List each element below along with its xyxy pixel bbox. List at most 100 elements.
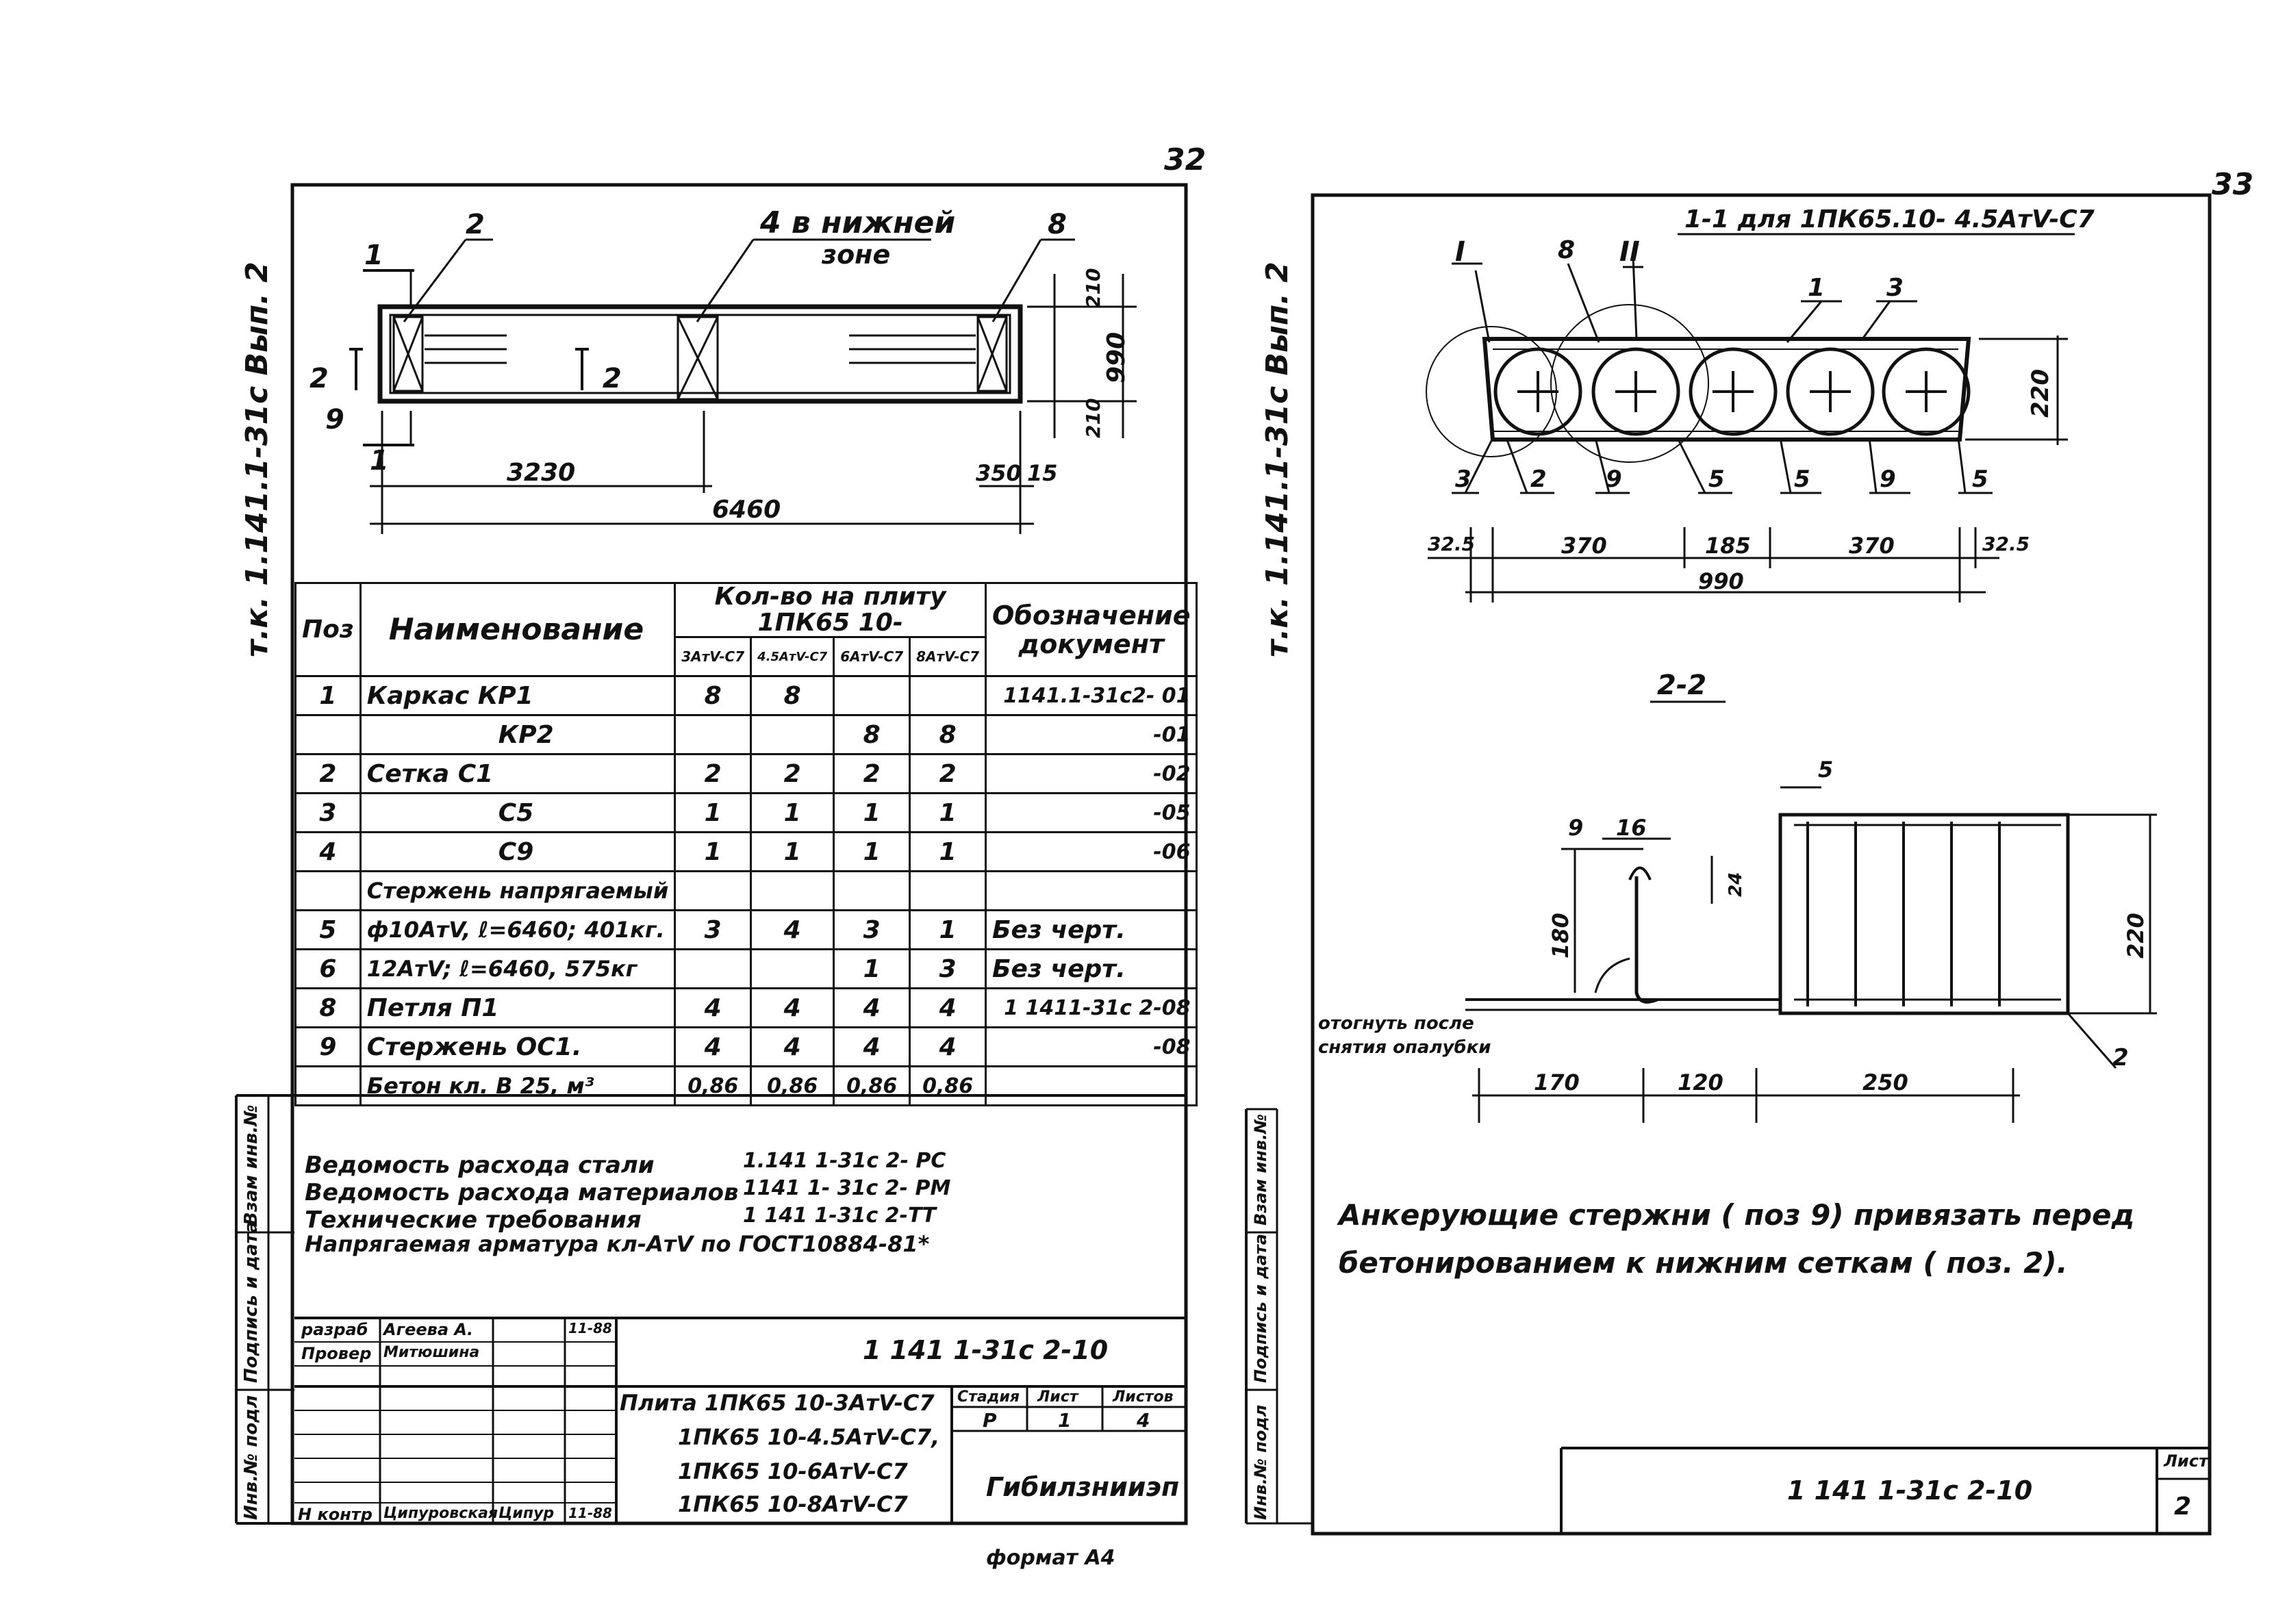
row-q8: 8: [909, 714, 987, 755]
row-q3: 2: [674, 753, 753, 794]
row-name: Бетон кл. В 25, м³: [359, 1065, 677, 1106]
row-q8: 1: [909, 831, 987, 872]
row-q4: 1: [750, 831, 835, 872]
col-doc-header: Обозначение документ: [985, 582, 1198, 677]
plan-label-2: 2: [466, 209, 485, 240]
row-name: Стержень напрягаемый: [359, 870, 677, 911]
row-q8: 2: [909, 753, 987, 794]
row-q4: 4: [750, 1026, 835, 1067]
row-doc: -02: [985, 753, 1198, 794]
bottom-label: 5: [1972, 466, 1988, 493]
tb-name: Агеева А.: [383, 1320, 474, 1339]
anchor-note-line-2: бетонированием к нижним сеткам ( поз. 2)…: [1339, 1246, 2068, 1280]
tb-name: Ципуровская: [383, 1505, 498, 1522]
table-row: 9 Стержень ОС1. 4 4 4 4 -08: [294, 1026, 1198, 1067]
tb-role: Н контр: [298, 1505, 372, 1524]
row-q4: 4: [750, 909, 835, 950]
dim-990: 990: [1698, 568, 1744, 594]
tb-org: Гибилзнииэп: [986, 1472, 1180, 1502]
tb-role: Провер: [301, 1344, 372, 1363]
page-number: 33: [2212, 167, 2254, 202]
row-q4: [750, 870, 835, 911]
row-doc: Без черт.: [985, 948, 1198, 989]
dim-120: 120: [1678, 1069, 1723, 1095]
row-pos: 4: [294, 831, 362, 872]
dim-3230: 3230: [507, 459, 576, 487]
row-doc: [985, 1065, 1198, 1106]
dim-250: 250: [1862, 1069, 1908, 1095]
tb-sheet: 1: [1058, 1409, 1072, 1432]
row-pos: 2: [294, 753, 362, 794]
row-q6: 4: [833, 987, 911, 1028]
callout-1: 1: [1808, 274, 1825, 302]
tb-item-name: 1ПК65 10-6АтV-С7: [678, 1458, 908, 1484]
row-q3: 4: [674, 987, 753, 1028]
row-q6: 4: [833, 1026, 911, 1067]
table-row: 8 Петля П1 4 4 4 4 1 1411-31с 2-08: [294, 987, 1198, 1028]
row-q6: 1: [833, 792, 911, 833]
dim-170: 170: [1534, 1069, 1580, 1095]
table-row: Стержень напрягаемый: [294, 870, 1198, 911]
row-name: С9: [359, 831, 677, 872]
row-q3: 1: [674, 831, 753, 872]
row-doc: 1141.1-31с2- 01: [985, 675, 1198, 716]
callout-8: 8: [1558, 236, 1576, 264]
row-doc: -06: [985, 831, 1198, 872]
row-doc: Без черт.: [985, 909, 1198, 950]
bottom-label: 9: [1880, 466, 1896, 493]
plan-label-9: 9: [325, 404, 344, 435]
row-q4: [750, 948, 835, 989]
row-q6: [833, 870, 911, 911]
note-item: Ведомость расхода стали: [305, 1152, 655, 1179]
row-pos: [294, 1065, 362, 1106]
bottom-label: 3: [1455, 466, 1471, 493]
row-q4: 4: [750, 987, 835, 1028]
note-item: Технические требования: [305, 1206, 642, 1234]
row-q3: [674, 870, 753, 911]
section-1-1-title: 1-1 для 1ПК65.10- 4.5АтV-С7: [1684, 205, 2095, 233]
callout-I: I: [1455, 236, 1465, 268]
row-doc: -08: [985, 1026, 1198, 1067]
note-item: Напрягаемая арматура кл-АтV по ГОСТ10884…: [305, 1231, 930, 1257]
spec-table: Поз Наименование Кол-во на плиту 1ПК65 1…: [294, 582, 1198, 1106]
table-row: 2 Сетка С1 2 2 2 2 -02: [294, 753, 1198, 794]
anchor-note-line-1: Анкерующие стержни ( поз 9) привязать пе…: [1339, 1198, 2135, 1232]
bottom-label: 9: [1606, 466, 1622, 493]
row-q3: 1: [674, 792, 753, 833]
row-q3: 3: [674, 909, 753, 950]
table-row: КР2 8 8 -01: [294, 714, 1198, 755]
table-row: Бетон кл. В 25, м³ 0,86 0,86 0,86 0,86: [294, 1065, 1198, 1106]
plan-section-2a: 2: [309, 363, 329, 394]
table-row: 6 12АтV; ℓ=6460, 575кг 1 3 Без черт.: [294, 948, 1198, 989]
tb-item-name: 1ПК65 10-8АтV-С7: [678, 1491, 908, 1517]
row-name: КР2: [359, 714, 677, 755]
dim-185: 185: [1705, 533, 1751, 559]
tb-stage: Р: [983, 1409, 997, 1432]
row-pos: [294, 870, 362, 911]
tb-sheets: 4: [1137, 1409, 1150, 1432]
row-q4: 2: [750, 753, 835, 794]
right-sheet-header: Лист: [2164, 1451, 2208, 1471]
bottom-label: 5: [1794, 466, 1810, 493]
tb-item-name: Плита 1ПК65 10-3АтV-С7: [620, 1390, 935, 1416]
row-q8: [909, 675, 987, 716]
dim-32-5b: 32.5: [1982, 533, 2030, 555]
row-pos: 1: [294, 675, 362, 716]
s22-label-16: 16: [1616, 815, 1647, 841]
bottom-label: 2: [1530, 466, 1547, 493]
plan-label-1b: 1: [370, 445, 389, 477]
s22-label-2: 2: [2112, 1044, 2129, 1071]
row-name: Петля П1: [359, 987, 677, 1028]
callout-II: II: [1619, 236, 1640, 268]
dim-15: 15: [1027, 460, 1058, 486]
row-q6: 3: [833, 909, 911, 950]
row-q8: 3: [909, 948, 987, 989]
right-code: 1 141 1-31с 2-10: [1787, 1475, 2033, 1506]
row-q8: 1: [909, 792, 987, 833]
table-row: 1 Каркас КР1 8 8 1141.1-31с2- 01: [294, 675, 1198, 716]
row-pos: 9: [294, 1026, 362, 1067]
row-q6: [833, 675, 911, 716]
row-q3: [674, 714, 753, 755]
